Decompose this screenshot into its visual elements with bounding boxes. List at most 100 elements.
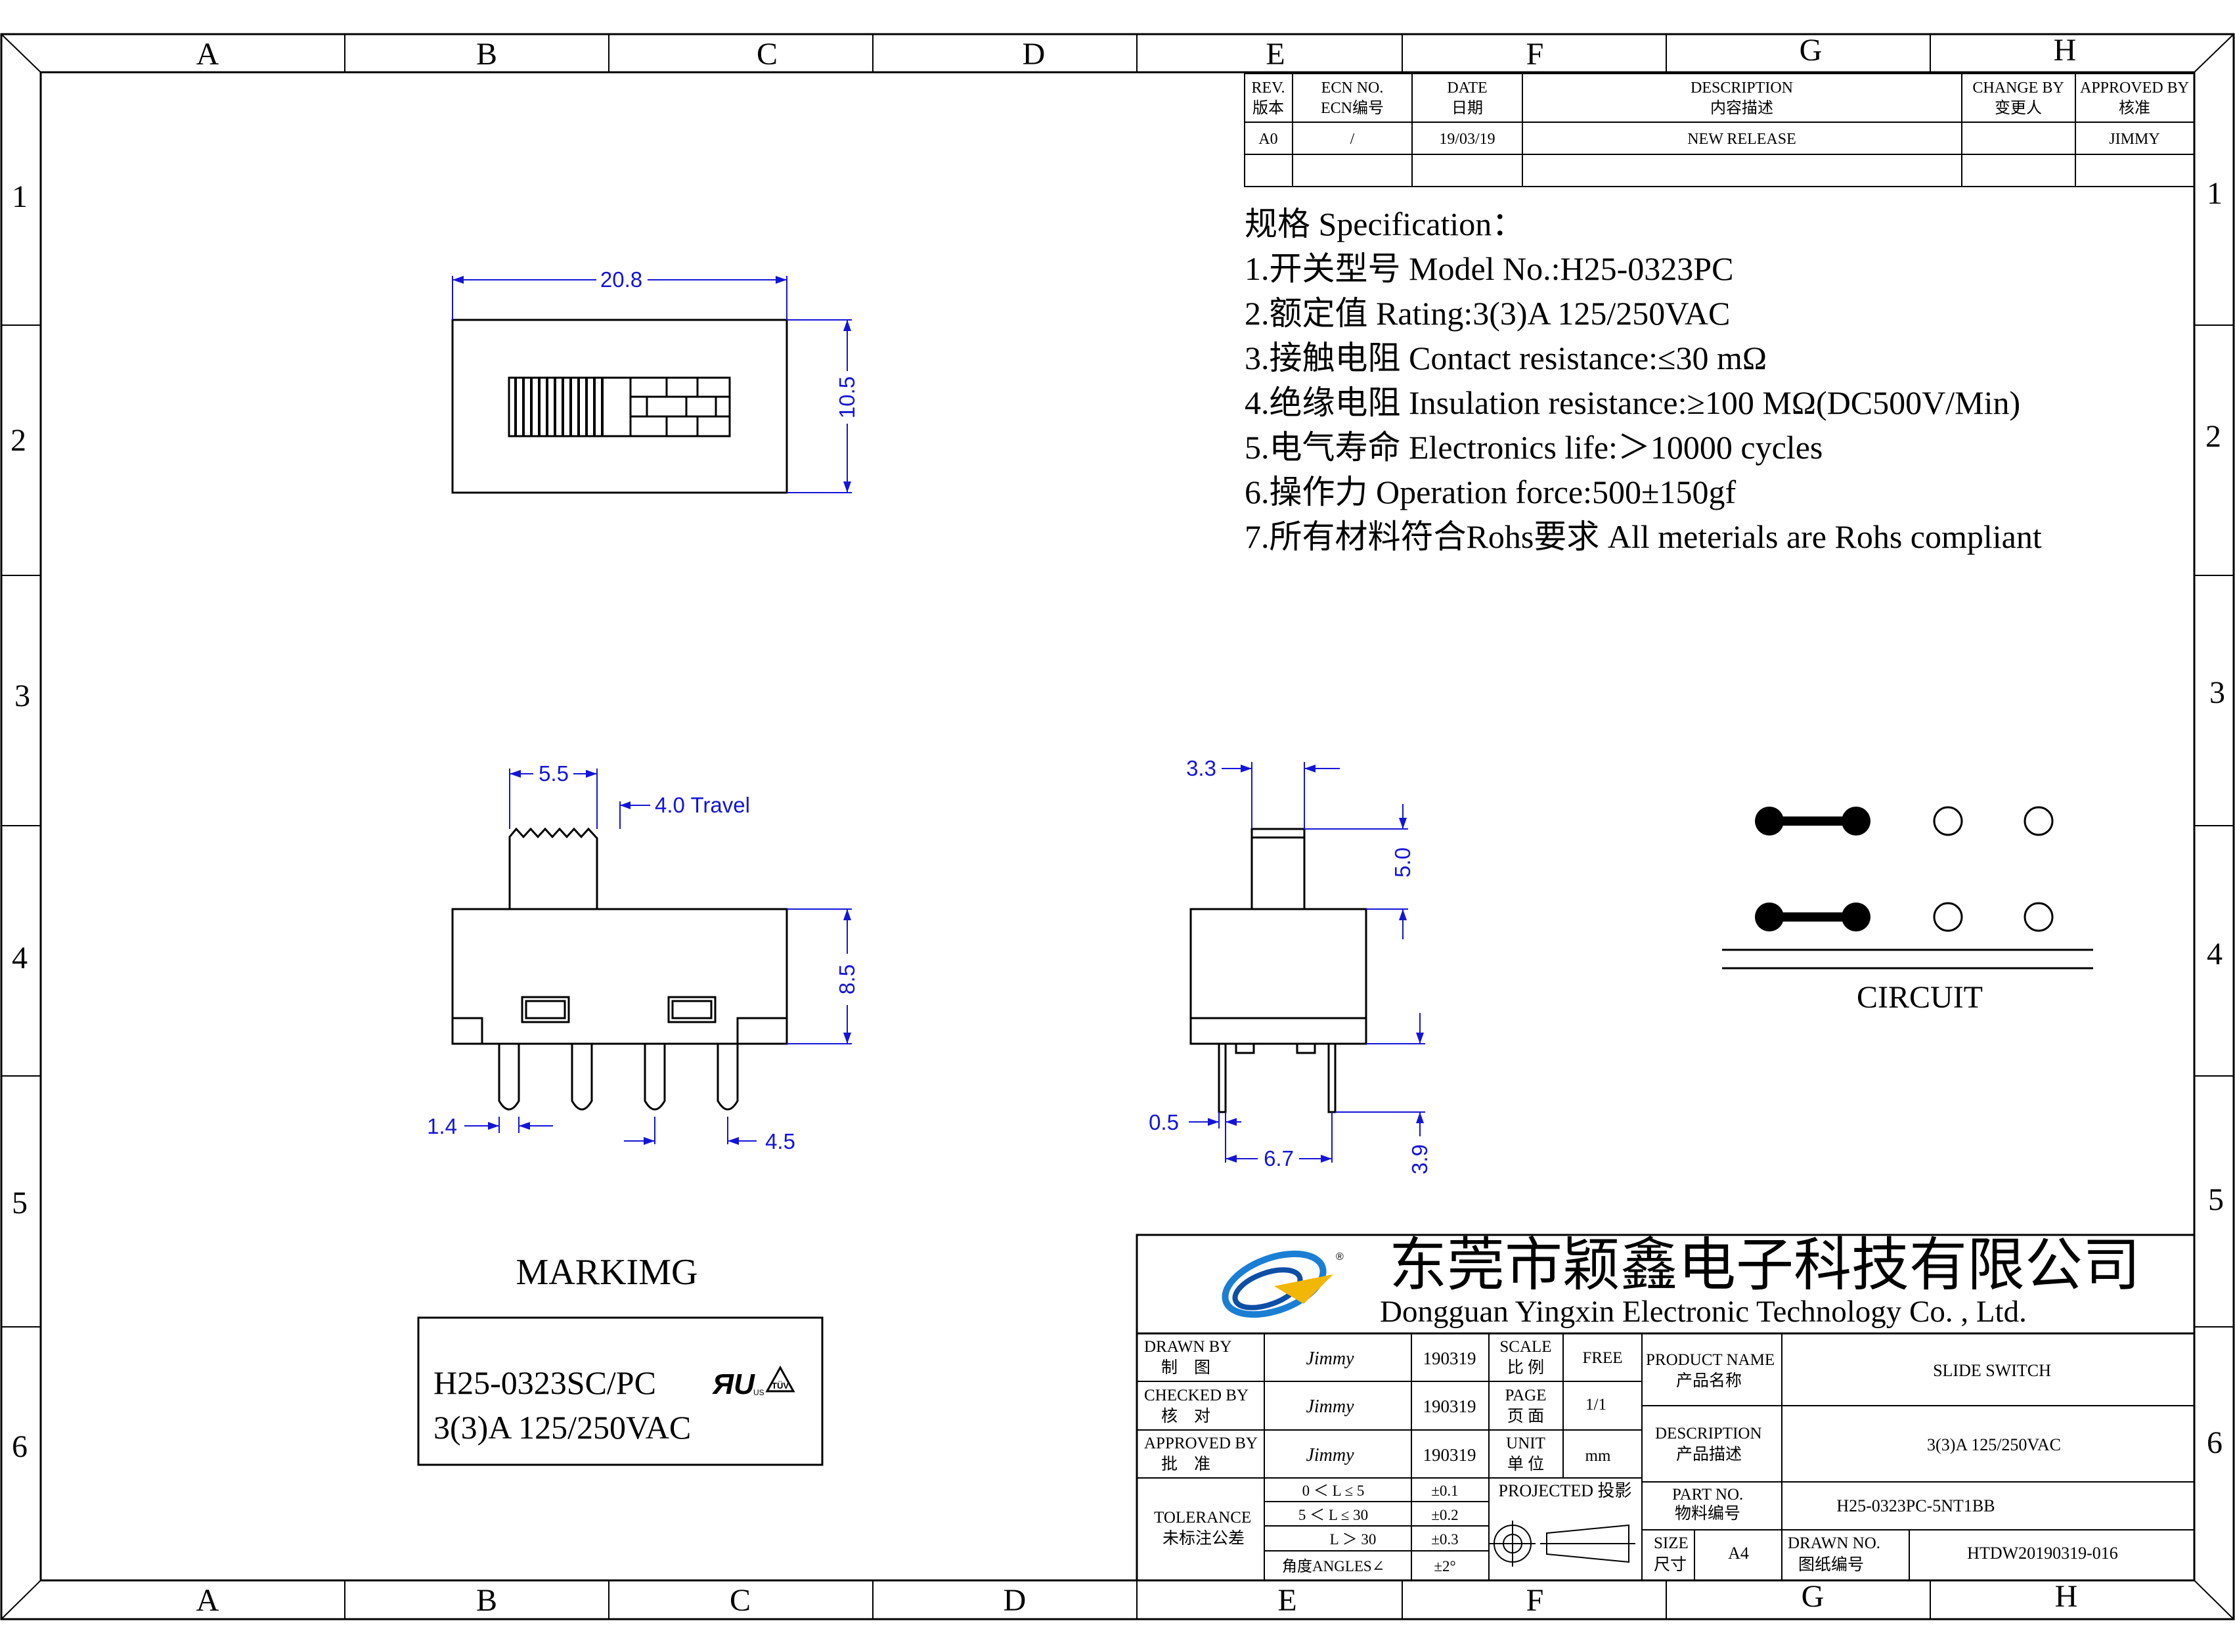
scale-label-zh: 比 例 [1507,1358,1544,1377]
marking-title: MARKIMG [516,1252,698,1293]
approved-by-signature: Jimmy [1306,1445,1354,1465]
column-label-top: B [476,37,497,72]
row-label-left: 6 [12,1429,28,1464]
top-view: 20.8 10.5 [451,267,859,494]
scale-label-en: SCALE [1499,1338,1551,1356]
row-label-left: 4 [12,941,28,975]
dimension-label: 5.5 [539,761,569,786]
approved-by-label-zh: 批 准 [1161,1455,1210,1473]
ecn-header-zh: ECN编号 [1321,99,1384,117]
dimension-side-actuator-height: 5.0 [1304,804,1415,939]
part-no-label-en: PART NO. [1672,1486,1743,1504]
date-header-en: DATE [1447,79,1487,97]
change-by-header-zh: 变更人 [1995,99,2042,117]
page-label-zh: 页 面 [1507,1408,1544,1425]
revision-table: REV. 版本 ECN NO. ECN编号 DATE 日期 DESCRIPTIO… [1244,73,2195,187]
dimension-label: 20.8 [600,267,642,292]
row-label-right: 1 [2207,176,2223,211]
column-label-bottom: H [2055,1579,2078,1614]
column-label-top: D [1023,37,1046,72]
projection-symbol-icon [1490,1521,1635,1567]
date-header-zh: 日期 [1451,100,1483,117]
part-no-label-zh: 物料编号 [1675,1504,1740,1523]
drawn-by-label-zh: 制 图 [1161,1358,1210,1377]
dimension-travel: 4.0 Travel [619,793,750,829]
row-label-right: 4 [2207,937,2223,971]
checked-by-signature: Jimmy [1306,1396,1354,1417]
spec-item: 1.开关型号 Model No.:H25-0323PC [1245,250,1733,287]
column-label-top: C [757,37,778,72]
row-label-right: 6 [2207,1425,2223,1460]
checked-by-label-en: CHECKED BY [1144,1387,1249,1404]
column-label-top: H [2054,33,2077,68]
tolerance-range: 角度ANGLES∠ [1282,1558,1384,1574]
change-by-header-en: CHANGE BY [1972,79,2064,97]
row-label-left: 5 [12,1186,28,1220]
specification-block: 规格 Specification： 1.开关型号 Model No.:H25-0… [1245,206,2042,555]
unit-value: mm [1585,1447,1611,1465]
column-label-bottom: F [1526,1583,1544,1618]
certification-marks-icon: ЯU US TÜV [712,1365,795,1400]
size-label-en: SIZE [1654,1534,1689,1552]
dimension-label: 5.0 [1390,847,1415,878]
marking-line-1: H25-0323SC/PC [433,1364,656,1401]
front-view: 5.5 4.0 Travel 8.5 1.4 [427,761,859,1153]
tolerance-value: ±0.2 [1431,1507,1458,1523]
marking-block: MARKIMG H25-0323SC/PC 3(3)A 125/250VAC Я… [417,1252,824,1466]
dimension-label: 0.5 [1149,1110,1179,1134]
spec-item: 4.绝缘电阻 Insulation resistance:≥100 MΩ(DC5… [1245,384,2020,421]
product-name-label-zh: 产品名称 [1676,1372,1742,1390]
column-label-bottom: A [196,1583,219,1618]
dimension-pin-pitch: 4.5 [624,1117,795,1153]
dimension-label: 3.9 [1407,1144,1432,1174]
spec-item: 2.额定值 Rating:3(3)A 125/250VAC [1245,295,1730,332]
title-block: ® 东莞市颖鑫电子科技有限公司 Dongguan Yingxin Electro… [1136,1234,2196,1582]
svg-text:TÜV: TÜV [772,1381,789,1391]
side-view-body [1189,908,1367,1045]
column-label-top: E [1266,37,1285,72]
drawn-no-label-zh: 图纸编号 [1798,1555,1864,1574]
description-label-en: DESCRIPTION [1655,1425,1762,1442]
dimension-top-height: 10.5 [787,319,859,493]
drawing-border: A B C D E F G H A B C D E F G H 1 2 3 4 … [0,33,2235,1620]
dimension-side-pin-thickness: 0.5 [1149,1110,1241,1134]
description-value: NEW RELEASE [1687,131,1796,148]
tolerance-range: 0 ＜ L ≤ 5 [1302,1483,1365,1499]
approved-by-header-en: APPROVED BY [2080,79,2189,97]
size-value: A4 [1728,1544,1749,1563]
tolerance-value: ±0.3 [1431,1531,1458,1548]
row-label-right: 2 [2205,419,2221,454]
description-value-title: 3(3)A 125/250VAC [1927,1435,2061,1454]
drawn-by-date: 190319 [1423,1349,1476,1368]
dimension-label: 3.3 [1186,756,1216,780]
drawn-by-signature: Jimmy [1306,1349,1354,1369]
front-view-pins [498,1044,739,1111]
specification-title: 规格 Specification： [1245,206,1524,242]
part-no-value: H25-0323PC-5NT1BB [1836,1496,1995,1515]
description-header-zh: 内容描述 [1710,99,1773,117]
description-label-zh: 产品描述 [1676,1445,1742,1463]
column-label-bottom: E [1277,1583,1296,1618]
front-view-actuator [508,827,598,909]
description-header-en: DESCRIPTION [1691,79,1793,97]
column-label-bottom: G [1802,1579,1825,1614]
approved-by-header-zh: 核准 [2119,99,2150,117]
svg-text:®: ® [1336,1251,1344,1262]
drawn-no-value: HTDW20190319-016 [1967,1544,2118,1563]
spec-item: 6.操作力 Operation force:500±150gf [1245,474,1736,510]
projection-label: PROJECTED 投影 [1499,1481,1632,1500]
tolerance-label-zh: 未标注公差 [1162,1529,1245,1548]
circuit-label: CIRCUIT [1857,980,1983,1015]
spec-item: 3.接触电阻 Contact resistance:≤30 mΩ [1245,340,1767,376]
dimension-side-pin-span: 6.7 [1225,1112,1333,1171]
checked-by-date: 190319 [1423,1396,1476,1416]
column-label-top: F [1526,37,1544,72]
marking-line-2: 3(3)A 125/250VAC [433,1409,691,1446]
rev-header-zh: 版本 [1252,99,1284,117]
rev-header-en: REV. [1252,79,1285,97]
row-label-right: 5 [2208,1182,2224,1217]
spec-item: 5.电气寿命 Electronics life:＞10000 cycles [1245,429,1823,466]
marking-box [417,1316,824,1466]
page-value: 1/1 [1585,1396,1606,1414]
